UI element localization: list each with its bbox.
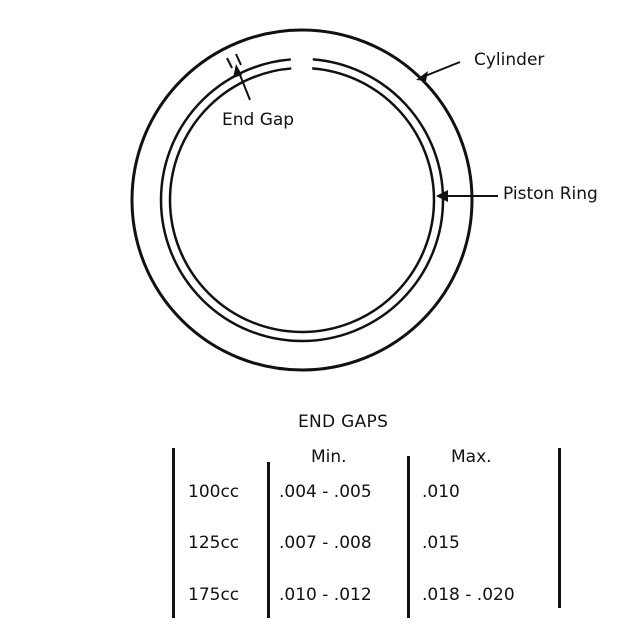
row-125cc-max: .015 <box>422 533 460 553</box>
piston-ring-arrowhead <box>436 190 448 202</box>
header-max: Max. <box>451 447 492 467</box>
cylinder-diagram <box>130 28 498 372</box>
cylinder-label: Cylinder <box>474 50 545 70</box>
piston-ring-label: Piston Ring <box>503 184 598 204</box>
row-100cc-max: .010 <box>422 482 460 502</box>
table-rule-max <box>407 456 410 618</box>
row-100cc-min: .004 - .005 <box>279 482 372 502</box>
header-min: Min. <box>311 447 347 467</box>
piston-ring-inner-edge <box>168 66 436 334</box>
end-gap-label: End Gap <box>222 110 295 130</box>
table-title: END GAPS <box>298 412 389 432</box>
table-rule-min <box>267 462 270 618</box>
row-125cc-min: .007 - .008 <box>279 533 372 553</box>
row-125cc-engine: 125cc <box>188 533 240 553</box>
row-100cc-engine: 100cc <box>188 482 240 502</box>
table-rule-right <box>558 448 561 608</box>
end-gap-edge-right <box>235 53 242 66</box>
row-175cc-engine: 175cc <box>188 585 240 605</box>
cylinder-outer-wall <box>130 28 474 372</box>
cylinder-arrowhead <box>416 71 428 81</box>
end-gap-edge-left <box>226 57 233 69</box>
piston-ring-outer-edge <box>159 57 445 343</box>
table-rule-left <box>172 448 175 618</box>
row-175cc-min: .010 - .012 <box>279 585 372 605</box>
row-175cc-max: .018 - .020 <box>422 585 515 605</box>
end-gap-arrowhead <box>233 64 242 78</box>
